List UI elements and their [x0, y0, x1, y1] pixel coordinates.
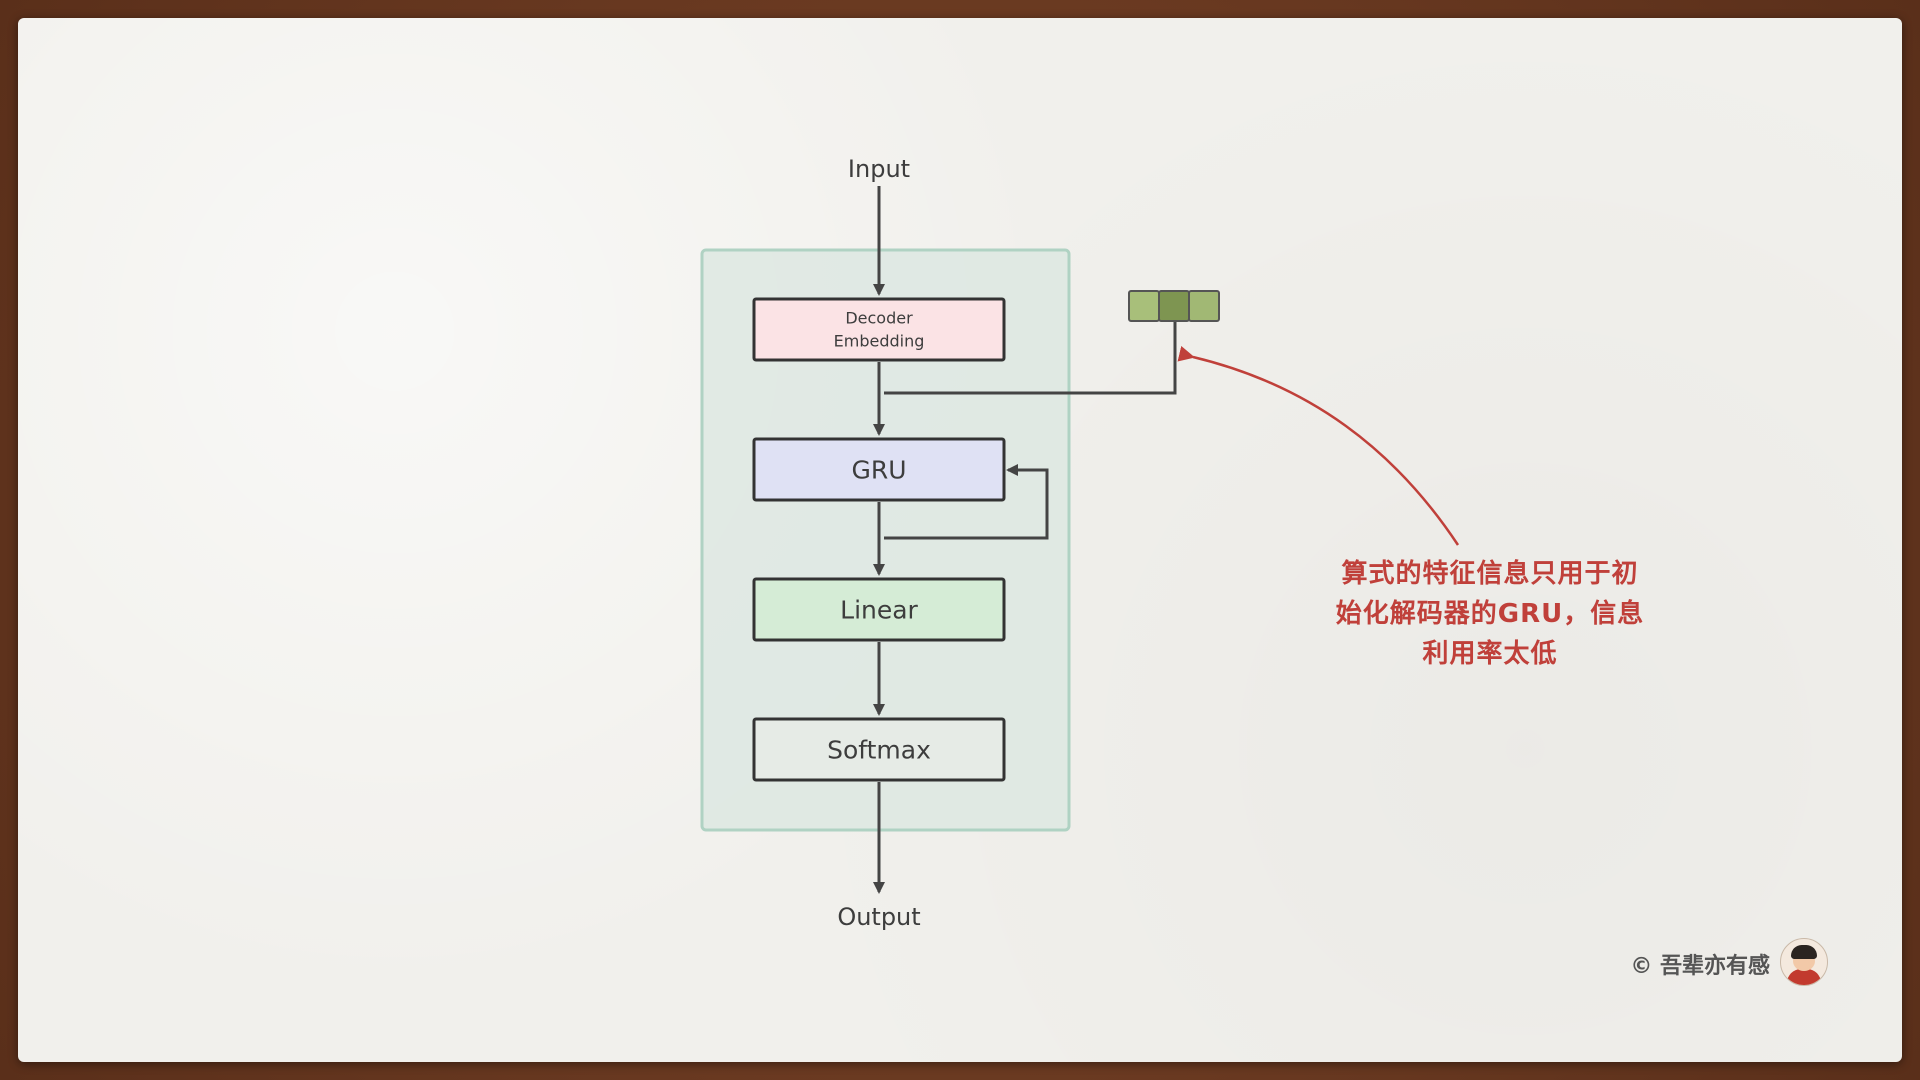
gru-recurrent-loop — [884, 464, 1049, 540]
feature-cell-2 — [1158, 290, 1190, 322]
output-label: Output — [837, 903, 920, 931]
feature-cell-1 — [1128, 290, 1160, 322]
gru-label: GRU — [851, 456, 906, 485]
softmax-label: Softmax — [827, 736, 931, 765]
decoder-embedding-label-line2: Embedding — [834, 332, 925, 351]
decoder-embedding-box: Decoder Embedding — [752, 297, 1006, 362]
linear-label: Linear — [840, 596, 918, 625]
annotation-line-3: 利用率太低 — [1422, 639, 1558, 669]
decoder-embedding-label-line1: Decoder — [845, 309, 913, 328]
copyright-credit: © 吾辈亦有感 — [1630, 954, 1770, 979]
author-avatar — [1780, 938, 1828, 986]
annotation-line-2: 始化解码器的GRU，信息 — [1335, 599, 1645, 629]
annotation-arrow — [1177, 345, 1460, 546]
input-label: Input — [848, 155, 910, 183]
linear-box: Linear — [752, 577, 1006, 642]
feature-vector — [1128, 290, 1220, 322]
feature-cell-3 — [1188, 290, 1220, 322]
annotation-text: 算式的特征信息只用于初 始化解码器的GRU，信息 利用率太低 — [1290, 554, 1690, 674]
decoder-container — [700, 248, 1071, 832]
gru-box: GRU — [752, 437, 1006, 502]
softmax-box: Softmax — [752, 717, 1006, 782]
annotation-line-1: 算式的特征信息只用于初 — [1341, 559, 1639, 589]
feature-vector-connector — [884, 322, 1177, 395]
